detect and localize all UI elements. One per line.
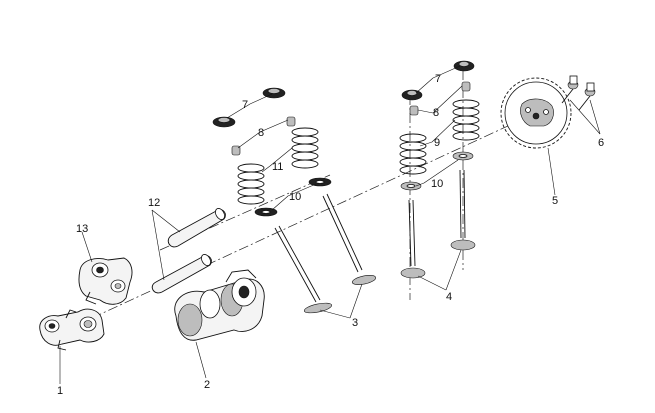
callout-8-intake: 8 [258, 127, 264, 139]
spring-retainers [212, 60, 475, 128]
rocker-arm-lower [39, 308, 105, 351]
rocker-arm-upper [78, 257, 133, 305]
rocker-shafts [151, 208, 226, 294]
callout-11: 11 [272, 161, 283, 173]
cam-sprocket [500, 77, 572, 149]
callout-4: 4 [446, 291, 452, 303]
exhaust-valves [400, 169, 476, 279]
callout-7-intake: 7 [242, 99, 248, 111]
valve-keepers [231, 81, 471, 156]
camshaft [174, 269, 265, 341]
callout-1: 1 [57, 385, 63, 397]
callout-3: 3 [352, 317, 358, 329]
valve-springs-exhaust [399, 99, 480, 175]
callout-12: 12 [148, 197, 160, 209]
callout-5: 5 [552, 195, 558, 207]
callout-10-intake: 10 [289, 191, 301, 203]
callout-10-exhaust: 10 [431, 178, 443, 190]
callout-7-exhaust: 7 [435, 73, 441, 85]
callout-8-exhaust: 8 [433, 107, 439, 119]
callout-9: 9 [434, 137, 440, 149]
callout-13: 13 [76, 223, 88, 235]
callout-2: 2 [204, 379, 210, 391]
valve-springs-intake [237, 127, 319, 205]
spring-seats [254, 151, 474, 217]
intake-valves [274, 193, 377, 314]
sprocket-bolts [561, 75, 596, 111]
callout-labels: 1 2 3 4 5 6 7 7 8 8 9 10 10 11 12 13 [57, 73, 604, 397]
leader-lines [59, 65, 601, 384]
callout-6: 6 [598, 137, 604, 149]
